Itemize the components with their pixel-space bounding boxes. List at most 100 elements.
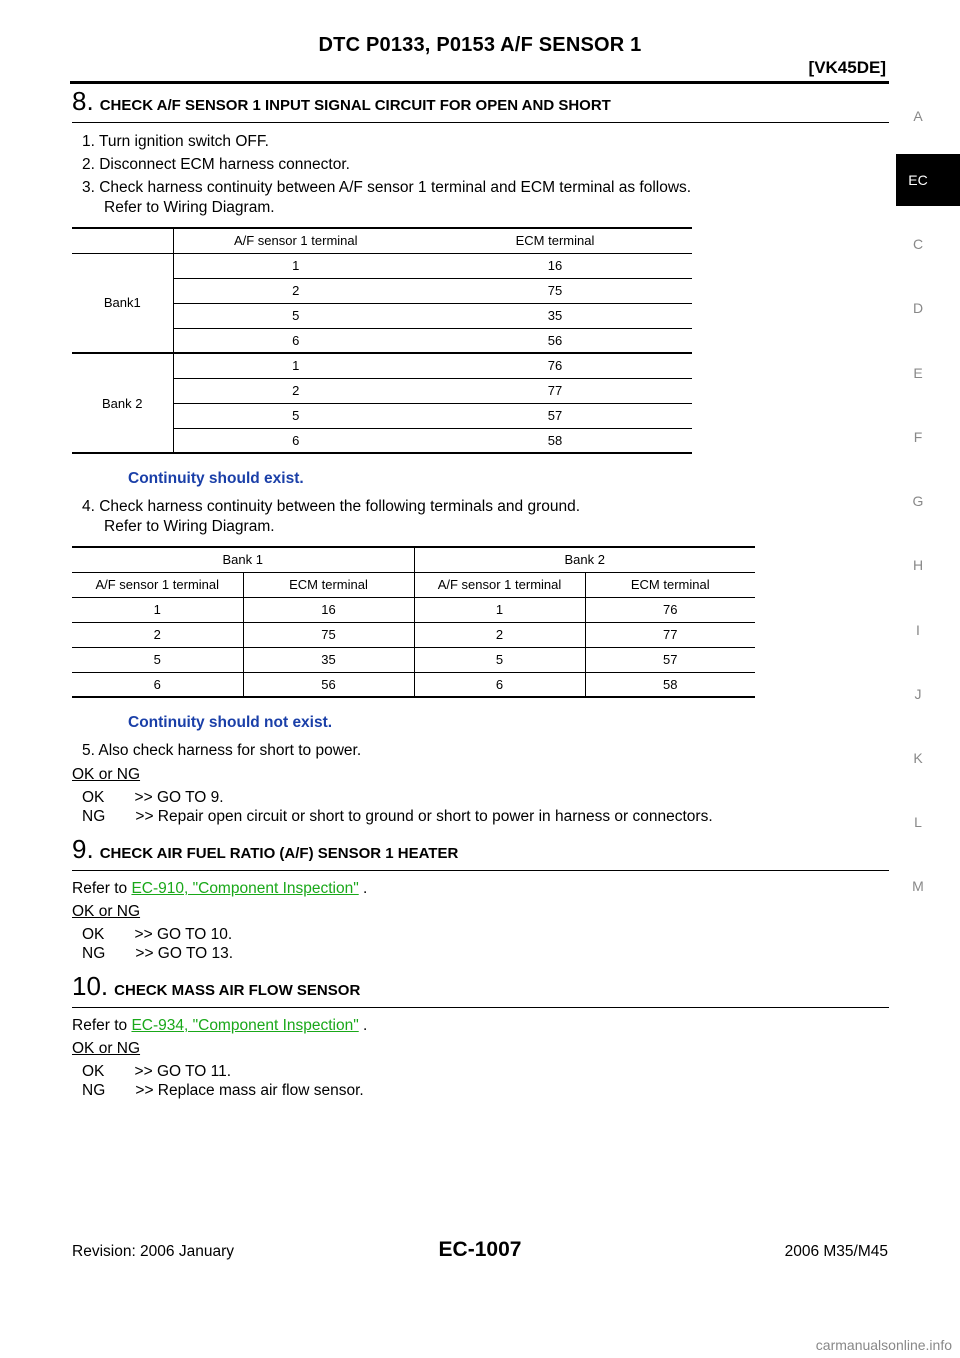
table-row: 6 56 6 58 — [72, 672, 755, 698]
table-cell: 56 — [242, 672, 414, 698]
table-cell: 76 — [584, 597, 755, 623]
refer-line: Refer to EC-934, "Component Inspection" … — [72, 1015, 367, 1036]
index-letter-d[interactable]: D — [912, 300, 924, 316]
refer-prefix: Refer to — [72, 1017, 132, 1034]
table-cell: 77 — [418, 378, 692, 404]
step-9-heading: 9. CHECK AIR FUEL RATIO (A/F) SENSOR 1 HE… — [72, 834, 889, 871]
page-title: DTC P0133, P0153 A/F SENSOR 1 — [318, 34, 642, 56]
bank-label: Bank1 — [72, 253, 173, 354]
table-cell: 76 — [418, 353, 692, 379]
table-cell: 5 — [172, 303, 418, 329]
watermark: carmanualsonline.info — [815, 1337, 952, 1353]
table-row: 5 57 — [72, 403, 692, 429]
table-cell: 1 — [72, 597, 243, 623]
table-cell: 1 — [172, 253, 418, 279]
step-title: CHECK MASS AIR FLOW SENSOR — [114, 982, 361, 999]
index-letter-l[interactable]: L — [914, 814, 922, 830]
index-letter-ec-active[interactable]: EC — [896, 154, 960, 206]
ng-result: NG >> GO TO 13. — [82, 945, 234, 962]
table-cell: 16 — [242, 597, 414, 623]
table-row: 2 77 — [72, 378, 692, 404]
header-divider — [70, 81, 889, 84]
index-letter-e[interactable]: E — [913, 365, 923, 381]
table-cell: 6 — [72, 672, 243, 698]
instruction-2: 2. Disconnect ECM harness connector. — [82, 156, 350, 173]
ok-or-ng-label: OK or NG — [72, 903, 141, 920]
table-header-empty — [72, 227, 173, 254]
table-row: 6 58 — [72, 428, 692, 454]
ok-result: OK >> GO TO 10. — [82, 926, 233, 943]
instruction-1: 1. Turn ignition switch OFF. — [82, 133, 269, 150]
refer-suffix: . — [358, 880, 368, 897]
instruction-3-ref: Refer to Wiring Diagram. — [104, 199, 275, 216]
table-cell: 2 — [72, 622, 243, 648]
table-cell: 35 — [242, 647, 414, 673]
ok-or-ng-label: OK or NG — [72, 766, 141, 783]
step-number: 9. — [72, 834, 94, 864]
table-cell: 56 — [418, 328, 692, 354]
index-letter-a[interactable]: A — [913, 108, 923, 124]
ok-result: OK >> GO TO 9. — [82, 789, 224, 806]
table-cell: 6 — [413, 672, 585, 698]
table-cell: 6 — [172, 328, 418, 354]
ok-or-ng-label: OK or NG — [72, 1040, 141, 1057]
index-letter-h[interactable]: H — [912, 557, 924, 573]
table-row: 1 16 1 76 — [72, 597, 755, 623]
table-row: Bank 2 1 76 — [72, 353, 692, 454]
table-cell: 5 — [172, 403, 418, 429]
step-title: CHECK AIR FUEL RATIO (A/F) SENSOR 1 HEAT… — [99, 845, 459, 862]
table-header: ECM terminal — [418, 227, 692, 254]
table-header: A/F sensor 1 terminal — [72, 572, 243, 598]
index-letter-k[interactable]: K — [913, 750, 923, 766]
table-row: 5 35 — [72, 303, 692, 329]
table-cell: 57 — [418, 403, 692, 429]
step-number: 10. — [72, 971, 109, 1001]
table-cell: 58 — [584, 672, 755, 698]
index-letter-c[interactable]: C — [912, 236, 924, 252]
refer-suffix: . — [358, 1017, 368, 1034]
ok-result: OK >> GO TO 11. — [82, 1063, 232, 1080]
refer-prefix: Refer to — [72, 880, 132, 897]
continuity-table-2: Bank 1 Bank 2 A/F sensor 1 terminal ECM … — [72, 546, 755, 698]
page-number: EC-1007 — [438, 1238, 522, 1261]
table-cell: 6 — [172, 428, 418, 454]
table-cell: 75 — [418, 278, 692, 304]
table-row: 2 75 2 77 — [72, 622, 755, 648]
step-title: CHECK A/F SENSOR 1 INPUT SIGNAL CIRCUIT … — [99, 97, 611, 114]
vehicle-model: 2006 M35/M45 — [784, 1243, 888, 1260]
instruction-4: 4. Check harness continuity between the … — [82, 498, 581, 515]
table-row: 6 56 — [72, 328, 692, 354]
bank-header: Bank 1 — [72, 546, 414, 573]
table-cell: 77 — [584, 622, 755, 648]
table-cell: 35 — [418, 303, 692, 329]
ng-result: NG >> Repair open circuit or short to gr… — [82, 808, 713, 825]
table-header: ECM terminal — [242, 572, 414, 598]
bank-label: Bank 2 — [72, 353, 173, 454]
table-cell: 1 — [172, 353, 418, 379]
revision-date: Revision: 2006 January — [72, 1243, 234, 1260]
table-row: 5 35 5 57 — [72, 647, 755, 673]
index-letter-m[interactable]: M — [912, 878, 924, 894]
table-header: ECM terminal — [584, 572, 755, 598]
index-letter-j[interactable]: J — [914, 686, 922, 702]
table-cell: 58 — [418, 428, 692, 454]
step-10-heading: 10. CHECK MASS AIR FLOW SENSOR — [72, 971, 889, 1008]
instruction-3: 3. Check harness continuity between A/F … — [82, 179, 692, 196]
component-inspection-link[interactable]: EC-910, "Component Inspection" — [131, 880, 359, 897]
table-cell: 75 — [242, 622, 414, 648]
refer-line: Refer to EC-910, "Component Inspection" … — [72, 878, 367, 899]
instruction-5: 5. Also check harness for short to power… — [82, 742, 362, 759]
table-cell: 57 — [584, 647, 755, 673]
index-letter-i[interactable]: I — [916, 622, 920, 638]
continuity-table-1: A/F sensor 1 terminal ECM terminal Bank1… — [72, 227, 692, 454]
index-letter-g[interactable]: G — [912, 493, 924, 509]
table-header: A/F sensor 1 terminal — [172, 227, 418, 254]
engine-code: [VK45DE] — [808, 58, 886, 77]
step-8-heading: 8.CHECK A/F SENSOR 1 INPUT SIGNAL CIRCUI… — [72, 86, 889, 123]
continuity-result-2: Continuity should not exist. — [128, 714, 333, 731]
table-cell: 16 — [418, 253, 692, 279]
index-letter-f[interactable]: F — [913, 429, 923, 445]
table-cell: 2 — [413, 622, 585, 648]
table-cell: 1 — [413, 597, 585, 623]
component-inspection-link[interactable]: EC-934, "Component Inspection" — [131, 1017, 359, 1034]
